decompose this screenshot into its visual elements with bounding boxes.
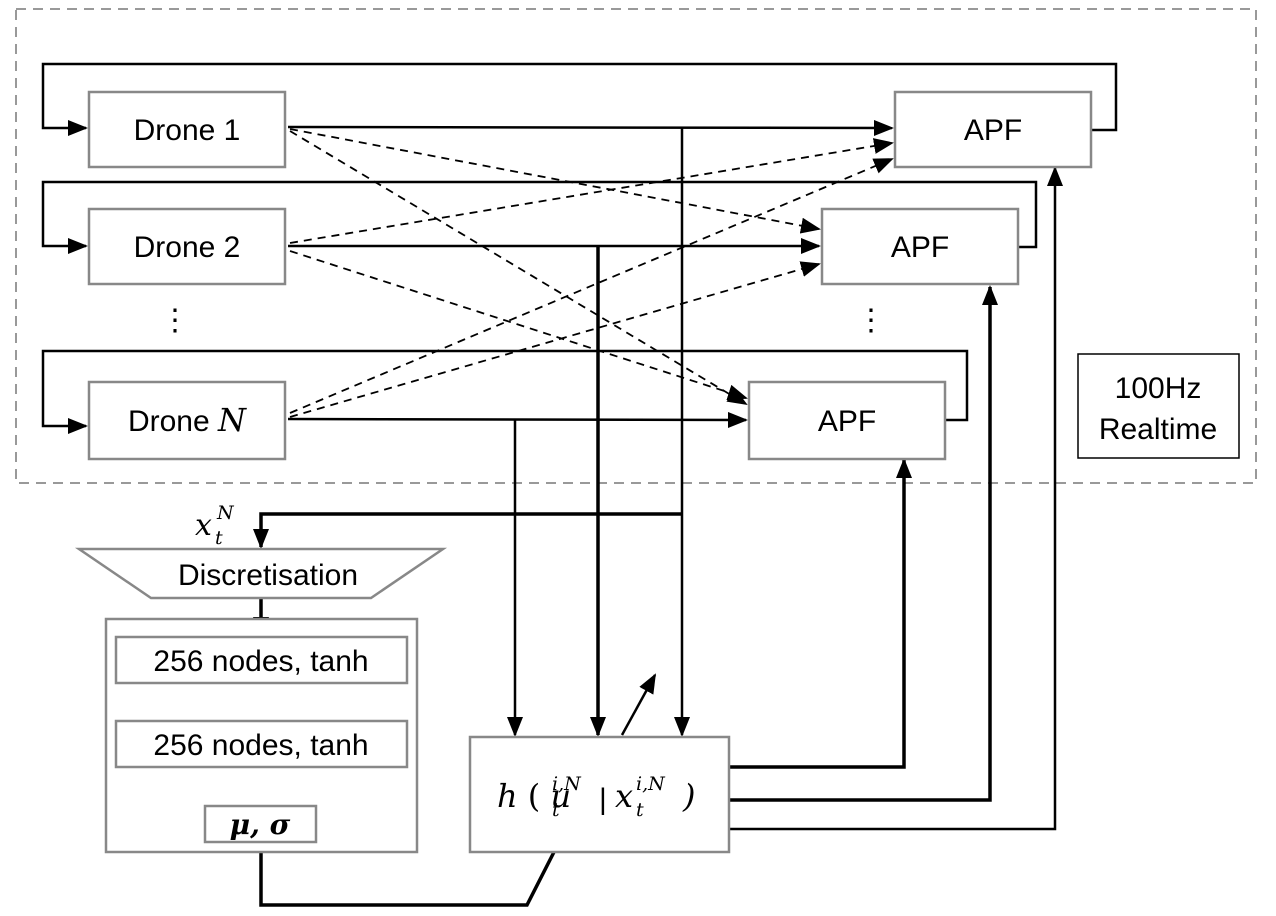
dash-d1-apf2 xyxy=(289,128,821,234)
policy-paren-open: ( xyxy=(528,777,540,815)
policy-x: x xyxy=(615,777,633,815)
drone-1-prefix: Drone xyxy=(134,114,224,147)
dash-d2-apfN xyxy=(289,250,748,401)
realtime-label: 100Hz Realtime xyxy=(1077,353,1240,459)
discretisation-block: Discretisation xyxy=(74,547,448,600)
dash-d2-apf1 xyxy=(289,138,894,244)
state-to-discretisation xyxy=(253,512,682,549)
discretisation-label: Discretisation xyxy=(178,559,358,592)
state-sub: t xyxy=(215,527,223,549)
policy-to-apf1 xyxy=(729,166,1063,831)
drone-n-index: N xyxy=(217,401,247,439)
state-base: x xyxy=(195,508,212,543)
policy-x-sub: t xyxy=(636,799,644,821)
apf-1-node: APF xyxy=(893,90,1093,169)
output-layer: μ, σ xyxy=(203,804,318,844)
layer-2-label: 256 nodes, tanh xyxy=(153,729,368,762)
policy-func: h xyxy=(497,777,518,815)
realtime-region xyxy=(15,8,1257,484)
feedback-loop-2 xyxy=(41,180,1038,254)
svg-text:Drone 1: Drone 1 xyxy=(134,114,241,147)
realtime-rate: 100Hz xyxy=(1115,372,1202,405)
apf-n-label: APF xyxy=(818,405,876,438)
drone-1-node: Drone 1 xyxy=(87,90,287,169)
apf-2-node: APF xyxy=(820,207,1020,286)
policy-x-sup: i,N xyxy=(636,773,666,795)
svg-text:Drone N: Drone N xyxy=(128,401,247,439)
policy-expression: h ( u xyxy=(497,777,571,815)
state-sup: N xyxy=(216,502,235,524)
drone-2-node: Drone 2 xyxy=(87,207,287,286)
dash-d1-apfN xyxy=(289,130,748,406)
policy-u-sup: i,N xyxy=(552,773,582,795)
droneN-to-apfN xyxy=(287,411,748,428)
policy-paren-close: ) xyxy=(682,777,695,815)
drone-ellipsis: ⋮ xyxy=(160,304,190,337)
layer-2: 256 nodes, tanh xyxy=(114,719,409,769)
policy-separator: | xyxy=(599,783,607,816)
drone-2-index: 2 xyxy=(224,231,241,264)
output-label: μ, σ xyxy=(230,808,291,841)
layer-1-label: 256 nodes, tanh xyxy=(153,645,368,678)
policy-to-apf2 xyxy=(729,285,998,802)
state-label: x t N xyxy=(195,502,235,549)
dash-dN-apf2 xyxy=(289,261,821,418)
params-to-policy xyxy=(259,842,556,907)
drone-1-index: 1 xyxy=(224,114,241,147)
apf-2-label: APF xyxy=(891,231,949,264)
policy-u-sub: t xyxy=(552,799,560,821)
policy-param-arrow xyxy=(620,673,657,736)
policy-block: h ( u i,N t | x i,N t ) xyxy=(468,735,731,854)
apf-n-node: APF xyxy=(747,380,947,461)
drone-2-prefix: Drone xyxy=(134,231,224,264)
svg-text:Drone 2: Drone 2 xyxy=(134,231,241,264)
apf-1-label: APF xyxy=(964,114,1022,147)
dash-dN-apf1 xyxy=(289,158,894,414)
realtime-text: Realtime xyxy=(1099,413,1217,446)
drone-n-prefix: Drone xyxy=(128,405,218,438)
drone1-to-apf1 xyxy=(287,119,894,136)
feedback-loop-n xyxy=(41,349,969,434)
apf-ellipsis: ⋮ xyxy=(856,304,886,337)
feedback-loop-1 xyxy=(41,62,1118,136)
policy-u: u xyxy=(550,777,571,815)
drone-n-node: Drone N xyxy=(87,380,287,461)
layer-1: 256 nodes, tanh xyxy=(114,635,409,685)
policy-to-apfN xyxy=(729,458,912,769)
